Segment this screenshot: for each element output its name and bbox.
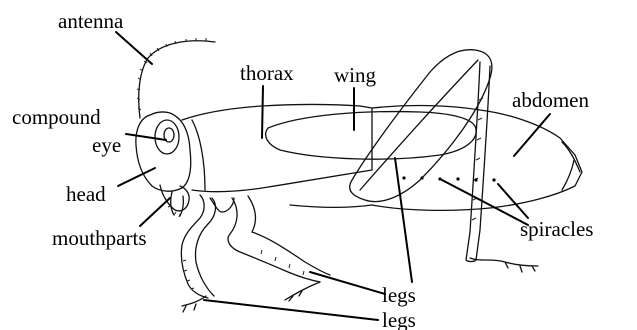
abdomen-leader (514, 114, 550, 156)
label-head: head (66, 182, 106, 206)
legs-leader-3 (204, 300, 378, 320)
spiracles-leader-2 (498, 184, 528, 218)
legs-leader-1 (310, 272, 385, 294)
head-drawing (136, 112, 191, 191)
label-spiracles: spiracles (520, 217, 593, 241)
label-abdomen: abdomen (512, 88, 589, 112)
label-legs-middle: legs (382, 283, 416, 307)
compound-eye-leader (126, 134, 166, 140)
thorax-leader (262, 86, 263, 138)
label-mouthparts: mouthparts (52, 226, 147, 250)
mouthparts-leader (140, 198, 170, 226)
labels: antenna compound eye head mouthparts tho… (12, 9, 593, 330)
label-compound-eye-line1: compound (12, 105, 101, 129)
antenna-drawing (139, 41, 215, 118)
middle-leg-drawing (228, 196, 330, 282)
front-leg-drawing (181, 195, 215, 298)
label-wing: wing (334, 63, 377, 87)
spiracles-drawing (402, 176, 495, 181)
label-antenna: antenna (58, 9, 124, 33)
label-legs-bottom: legs (382, 308, 416, 330)
antenna-leader (116, 32, 152, 64)
label-compound-eye-line2: eye (92, 133, 121, 157)
label-thorax: thorax (240, 61, 294, 85)
mouthparts-drawing (160, 185, 189, 216)
hind-tibia-drawing (466, 62, 490, 262)
compound-eye-drawing (155, 120, 179, 154)
